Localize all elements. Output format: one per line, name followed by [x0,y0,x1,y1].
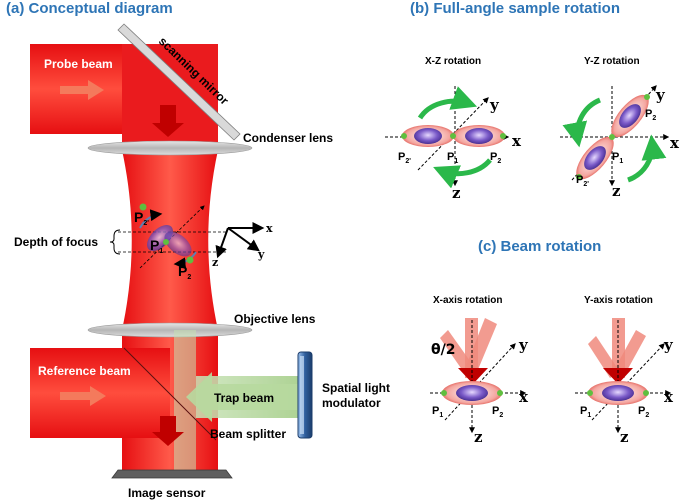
axis-y-xz: y [489,96,500,114]
trap-beam-arrow-icon [186,372,300,422]
title-c: (c) Beam rotation [478,238,601,255]
point-p2prime-a: P2' [134,209,149,227]
rotation-arrow-icon [627,134,667,183]
point-p2prime-yz: P2' [576,174,589,188]
slm-label-line2: modulator [322,396,381,410]
focus-brace [109,229,121,255]
axis-y-yrot: y [663,336,674,354]
axis-x-xrot: x [519,388,529,406]
theta-label: θ/2 [431,342,455,358]
point-p2-xz: P2 [490,151,501,165]
image-sensor-label: Image sensor [128,486,206,500]
axis-y-yz: y [655,86,666,104]
point-p1-xz: P1 [447,151,458,165]
rotation-arrow-icon [433,158,492,189]
point-p1-a: P1 [150,237,163,255]
cell-icon [164,231,192,257]
axis-x-yrot: x [664,388,674,406]
point-p1-xrot: P1 [432,405,443,419]
axis-y-xrot: y [518,336,529,354]
yz-rotation-label: Y-Z rotation [584,56,640,67]
cell-icon [147,225,173,251]
point-marker [163,239,169,245]
slm-icon [297,351,313,439]
probe-beam-label: Probe beam [44,57,113,71]
title-a: (a) Conceptual diagram [6,0,173,17]
yz-rotation-diagram [560,85,670,187]
point-p2-yrot: P2 [638,405,649,419]
y-axis-rotation-label: Y-axis rotation [584,295,653,306]
trap-beam-label: Trap beam [214,391,274,405]
axis-z-xrot: z [474,428,483,446]
output-down-arrow-icon [152,416,184,446]
point-p2-xrot: P2 [492,405,503,419]
rotation-arrow-icon [562,97,602,148]
rotation-arrow-icon [417,86,478,120]
axis-y-a: y [257,248,265,261]
probe-beam-arrow-icon [60,80,104,100]
condenser-lens-label: Condenser lens [243,131,333,145]
x-axis-rotation-diagram [430,318,527,434]
y-axis-rotation-diagram [575,318,672,434]
axis-z-a: z [212,256,218,269]
point-marker [186,256,194,264]
objective-lens-icon [87,322,253,338]
axes-a [215,222,265,259]
axis-z-yrot: z [620,428,629,446]
image-sensor-icon [111,469,233,479]
point-marker [139,203,147,211]
axis-x-yz: x [670,134,680,152]
probe-down-arrow-icon [152,105,184,137]
point-p2-a: P2 [178,263,191,281]
axis-x-xz: x [512,132,522,150]
reference-beam-arrow-icon [60,386,106,406]
slm-label-line1: Spatial light [322,381,390,395]
xz-rotation-diagram [385,86,510,189]
objective-lens-label: Objective lens [234,312,316,326]
x-axis-rotation-label: X-axis rotation [433,295,502,306]
point-p1-yrot: P1 [580,405,591,419]
axis-z-xz: z [452,184,461,202]
point-p2prime-xz: P2' [398,151,411,165]
depth-of-focus-label: Depth of focus [14,235,98,249]
rotation-arrow-icon [139,209,163,229]
axis-x-a: x [266,222,273,235]
condenser-lens-icon [87,140,253,156]
title-b: (b) Full-angle sample rotation [410,0,620,17]
beam-splitter-icon [123,347,217,441]
xz-rotation-label: X-Z rotation [425,56,481,67]
point-p1-yz: P1 [612,151,623,165]
axis-z-yz: z [612,182,621,200]
reference-beam-label: Reference beam [38,364,131,378]
point-p2-yz: P2 [645,108,656,122]
scanning-mirror-icon [117,23,241,141]
beam-splitter-label: Beam splitter [210,427,286,441]
sample-cell-group [139,203,205,270]
